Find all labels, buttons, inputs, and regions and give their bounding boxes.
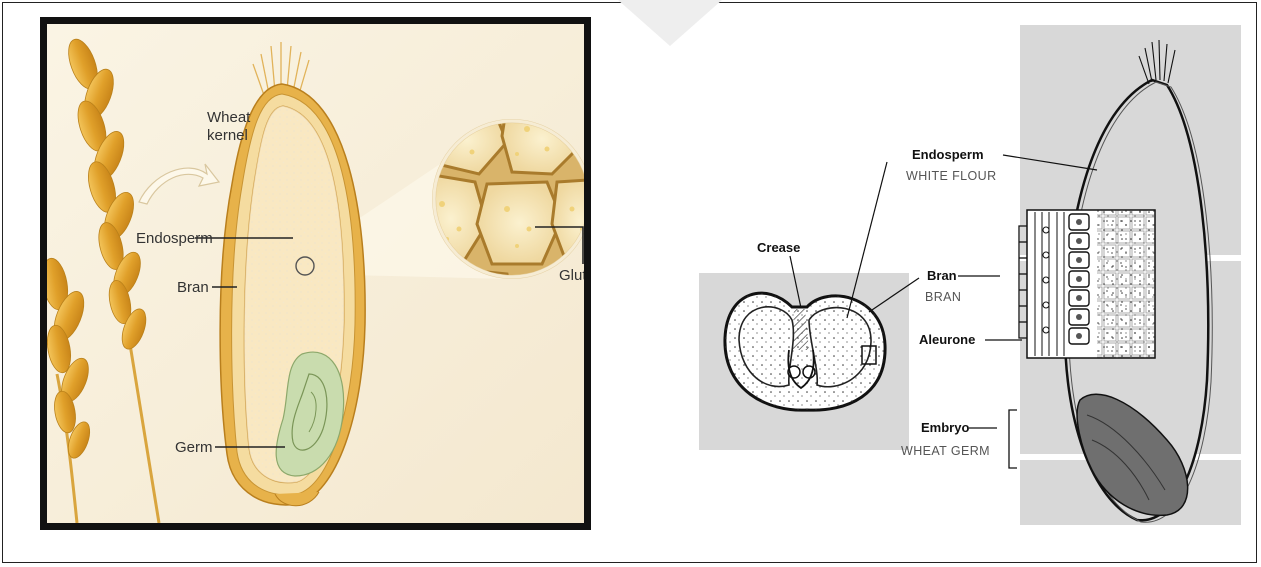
crease-cross-section (725, 293, 885, 410)
label-germ: Germ (175, 439, 213, 456)
label-bran-sub: BRAN (925, 290, 961, 304)
label-bran: Bran (177, 279, 209, 296)
label-wheat-kernel-1: Wheat (207, 109, 251, 126)
label-crease: Crease (757, 240, 800, 255)
cross-section-canvas: Crease Endosperm WHITE FLOUR Bran BRAN A… (697, 20, 1242, 530)
label-white-flour: WHITE FLOUR (906, 169, 997, 183)
label-endosperm: Endosperm (136, 230, 213, 247)
label-wheat-germ: WHEAT GERM (901, 444, 990, 458)
kernel-cross-section-diagram: Crease Endosperm WHITE FLOUR Bran BRAN A… (697, 20, 1242, 530)
label-gluten: Gluten (559, 267, 584, 284)
label-embryo: Embryo (921, 420, 969, 435)
illustration-canvas: Wheat kernel Endosperm Bran Germ Gluten (47, 24, 584, 523)
label-aleurone: Aleurone (919, 332, 975, 347)
wheat-kernel-illustration: Wheat kernel Endosperm Bran Germ Gluten (40, 17, 591, 530)
label-wheat-kernel-2: kernel (207, 127, 248, 144)
label-endosperm-right: Endosperm (912, 147, 984, 162)
label-bran-right: Bran (927, 268, 957, 283)
bran-layer-inset (1027, 210, 1155, 358)
